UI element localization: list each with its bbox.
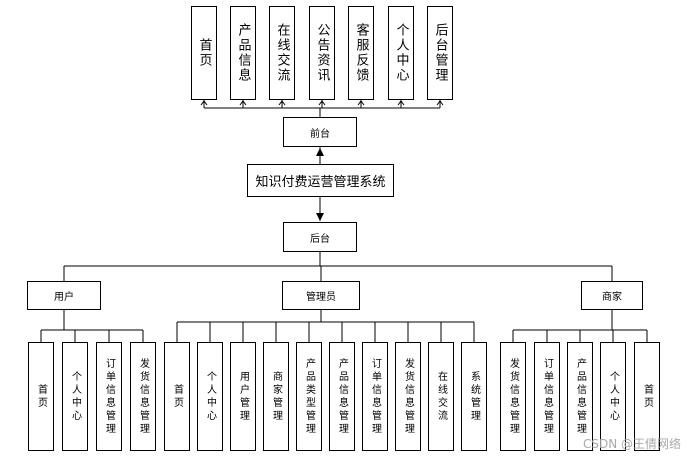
front-module-admin: 后台管理 bbox=[427, 6, 453, 100]
user-module-home: 首页 bbox=[28, 342, 54, 451]
front-module-announcements: 公告资讯 bbox=[309, 6, 335, 100]
merchant-module-personal-center: 个人中心 bbox=[600, 342, 626, 451]
role-merchant: 商家 bbox=[581, 281, 643, 310]
merchant-module-home: 首页 bbox=[634, 342, 660, 451]
back-end-node: 后台 bbox=[283, 222, 357, 252]
top-branch-arrow-1 bbox=[239, 100, 247, 106]
front-module-personal-center: 个人中心 bbox=[388, 6, 414, 100]
user-module-shipping: 发货信息管理 bbox=[130, 342, 156, 451]
front-module-feedback: 客服反馈 bbox=[348, 6, 374, 100]
admin-module-home: 首页 bbox=[164, 342, 190, 451]
top-branch-arrow-3 bbox=[318, 100, 326, 106]
merchant-module-orders: 订单信息管理 bbox=[534, 342, 560, 451]
admin-module-system: 系统管理 bbox=[461, 342, 487, 451]
admin-module-merchants: 商家管理 bbox=[263, 342, 289, 451]
front-module-online-chat: 在线交流 bbox=[269, 6, 295, 100]
front-module-product-info: 产品信息 bbox=[230, 6, 256, 100]
admin-module-orders: 订单信息管理 bbox=[362, 342, 388, 451]
user-module-personal-center: 个人中心 bbox=[62, 342, 88, 451]
admin-module-online-chat: 在线交流 bbox=[428, 342, 454, 451]
top-branch-arrow-5 bbox=[397, 100, 405, 106]
top-branch-arrow-2 bbox=[278, 100, 286, 106]
merchant-module-shipping: 发货信息管理 bbox=[500, 342, 526, 451]
admin-module-product-info: 产品信息管理 bbox=[329, 342, 355, 451]
admin-module-users: 用户管理 bbox=[230, 342, 256, 451]
merchant-module-product-info: 产品信息管理 bbox=[567, 342, 593, 451]
admin-module-product-types: 产品类型管理 bbox=[296, 342, 322, 451]
front-end-node: 前台 bbox=[283, 117, 357, 147]
top-branch-arrow-0 bbox=[200, 100, 208, 106]
top-branch-arrow-4 bbox=[357, 100, 365, 106]
front-module-home: 首页 bbox=[191, 6, 217, 100]
role-user: 用户 bbox=[27, 281, 101, 310]
admin-module-personal-center: 个人中心 bbox=[197, 342, 223, 451]
watermark: CSDN @王倩网络 bbox=[582, 437, 681, 451]
role-admin: 管理员 bbox=[282, 281, 360, 310]
center-to-back-arrow bbox=[316, 213, 324, 221]
top-branch-arrow-6 bbox=[436, 100, 444, 106]
user-module-orders: 订单信息管理 bbox=[96, 342, 122, 451]
admin-module-shipping: 发货信息管理 bbox=[395, 342, 421, 451]
system-root-node: 知识付费运营管理系统 bbox=[247, 164, 394, 197]
center-to-front-arrow bbox=[316, 148, 324, 156]
